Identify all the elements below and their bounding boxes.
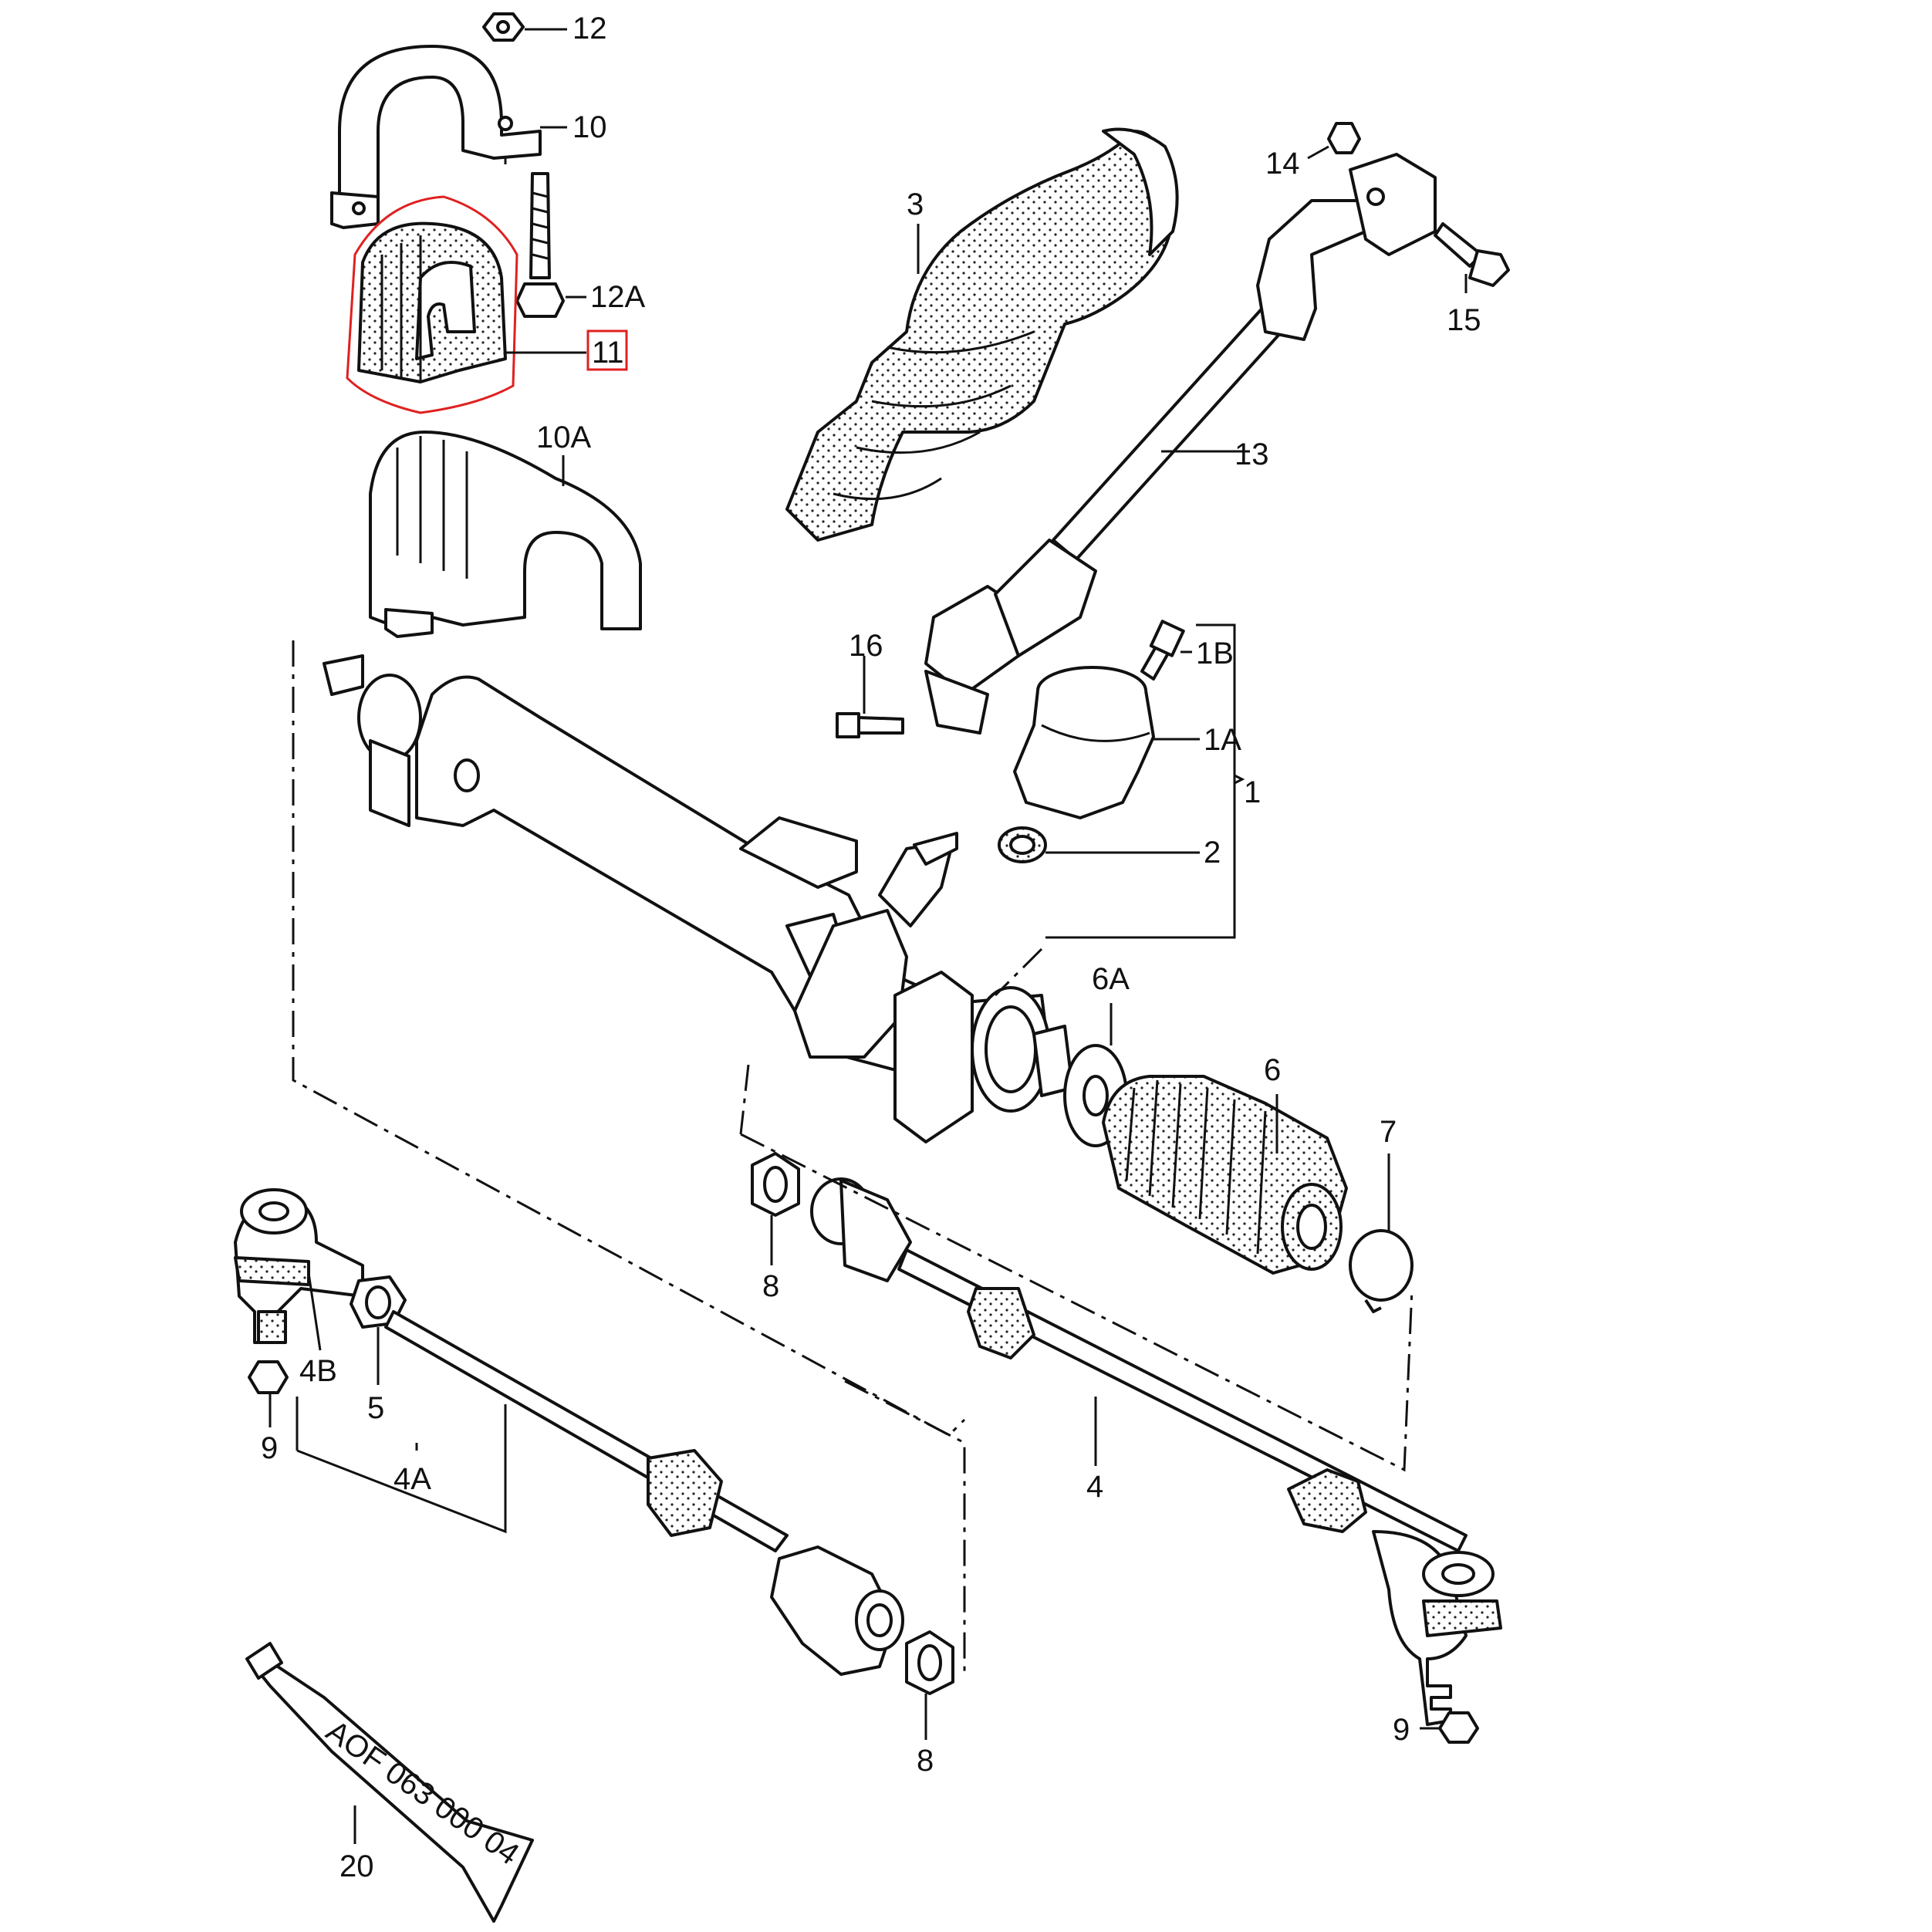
bolt-15[interactable] — [1434, 222, 1510, 287]
label-8-upper: 8 — [762, 1269, 779, 1303]
label-9-left: 9 — [261, 1431, 278, 1465]
frame-rack — [292, 640, 1043, 1437]
label-9-right: 9 — [1393, 1713, 1410, 1747]
tie-rod-4a[interactable] — [384, 1310, 904, 1676]
label-10: 10 — [573, 110, 607, 144]
highlight-outline-11 — [346, 195, 518, 414]
nut-9-right[interactable] — [1438, 1711, 1479, 1744]
label-4b: 4B — [299, 1354, 337, 1388]
label-1b: 1B — [1196, 637, 1234, 670]
clamp-7[interactable] — [1349, 1229, 1414, 1313]
bolt-1b[interactable] — [1140, 620, 1185, 681]
label-6: 6 — [1264, 1053, 1281, 1087]
highlight-box-11 — [586, 329, 628, 371]
boot-3[interactable] — [785, 127, 1179, 542]
label-4a: 4A — [393, 1462, 431, 1496]
bracket-4a — [296, 1397, 507, 1534]
label-15: 15 — [1447, 303, 1481, 337]
nut-9-left[interactable] — [248, 1360, 289, 1394]
steering-column-13[interactable] — [924, 153, 1437, 735]
bolt-16[interactable] — [836, 712, 904, 738]
lock-nut-8-lower[interactable] — [905, 1630, 954, 1695]
label-10a: 10A — [536, 421, 591, 454]
valve-housing-1a[interactable] — [1013, 666, 1155, 819]
label-12a: 12A — [590, 280, 645, 314]
label-4: 4 — [1086, 1470, 1103, 1504]
tube-text: AOF 063 000 04 — [320, 1714, 525, 1871]
bracket-cover-10a[interactable] — [369, 431, 642, 638]
frame-left — [844, 1380, 966, 1674]
label-6a: 6A — [1092, 962, 1130, 996]
kit-bracket-1 — [1045, 623, 1236, 939]
label-20: 20 — [339, 1849, 374, 1883]
label-2: 2 — [1204, 836, 1221, 870]
seal-2[interactable] — [998, 826, 1047, 863]
label-1: 1 — [1244, 775, 1261, 809]
label-11: 11 — [592, 336, 624, 370]
rack-boot-6[interactable] — [1102, 1075, 1348, 1275]
label-12: 12 — [573, 12, 607, 46]
tie-rod-end-4b[interactable] — [234, 1188, 364, 1344]
label-16: 16 — [849, 629, 883, 663]
tie-rod-4[interactable] — [810, 1177, 1502, 1726]
frame-right — [739, 1064, 1414, 1472]
rubber-bushing-11[interactable] — [357, 221, 507, 383]
label-1a: 1A — [1204, 723, 1241, 757]
lock-nut-8-upper[interactable] — [751, 1152, 800, 1217]
label-13: 13 — [1235, 437, 1269, 471]
grease-tube-20[interactable]: AOF 063 000 04 — [245, 1642, 534, 1923]
pinion-housing[interactable] — [793, 832, 958, 1059]
clamp-bracket[interactable] — [330, 45, 542, 229]
rack-end-bearing[interactable] — [893, 971, 1074, 1143]
label-7: 7 — [1380, 1115, 1397, 1149]
label-5: 5 — [367, 1391, 384, 1425]
label-14: 14 — [1265, 147, 1300, 181]
nut-14[interactable] — [1327, 122, 1361, 154]
label-3: 3 — [907, 187, 924, 221]
label-8-lower: 8 — [917, 1744, 934, 1778]
bolt-12a[interactable] — [515, 172, 565, 318]
nut-12[interactable] — [482, 12, 525, 42]
